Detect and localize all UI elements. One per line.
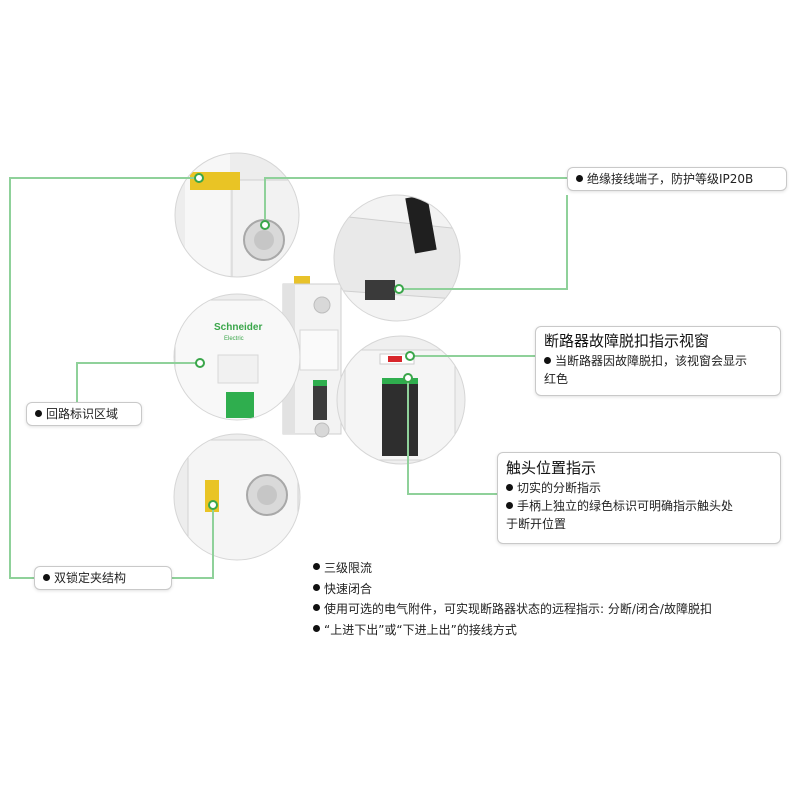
callout-trip-window-line2: 红色 (544, 372, 569, 386)
marker-terminal-top (194, 173, 204, 183)
bullet-icon (544, 357, 551, 364)
brand-logo: Schneider (214, 322, 262, 333)
zoom-trip-window (336, 335, 466, 465)
leader-clamp-lower (172, 508, 214, 579)
feature-list: 三级限流 快速闭合 使用可选的电气附件，可实现断路器状态的远程指示: 分断/闭合… (313, 558, 712, 640)
zoom-terminal-insulation (333, 194, 461, 322)
brand-sub: Electric (224, 336, 244, 342)
leader-circuit (76, 362, 200, 413)
feature-item: 三级限流 (313, 558, 712, 579)
callout-contact-item2-line1: 手柄上独立的绿色标识可明确指示触头处 (517, 499, 734, 513)
bullet-icon (313, 604, 320, 611)
bullet-icon (313, 563, 320, 570)
leader-lines (9, 177, 568, 579)
leader-clamp (9, 177, 199, 579)
callout-circuit-text: 回路标识区域 (46, 407, 119, 421)
callout-contact-item2-line2: 于断开位置 (506, 517, 567, 531)
callout-clamp: 双锁定夹结构 (34, 566, 172, 590)
leader-insulation (399, 195, 568, 290)
bullet-icon (506, 502, 513, 509)
bullet-icon (43, 574, 50, 581)
feature-text: “上进下出”或“下进上出”的接线方式 (324, 622, 517, 637)
callout-terminal: 绝缘接线端子，防护等级IP20B (567, 167, 787, 191)
callout-contact-item1: 切实的分断指示 (517, 481, 602, 495)
zoom-front-label (173, 293, 301, 421)
zoom-terminal-top (174, 152, 300, 278)
marker-insulation (394, 284, 404, 294)
feature-text: 使用可选的电气附件，可实现断路器状态的远程指示: 分断/闭合/故障脱扣 (324, 602, 712, 616)
feature-text: 快速闭合 (324, 581, 373, 596)
marker-contact (403, 373, 413, 383)
marker-clamp (208, 500, 218, 510)
bullet-icon (313, 624, 320, 632)
marker-terminal-screw (260, 220, 270, 230)
feature-text: 三级限流 (324, 561, 373, 575)
markers (194, 173, 415, 510)
callout-contact-position: 触头位置指示 切实的分断指示 手柄上独立的绿色标识可明确指示触头处 于断开位置 (497, 452, 781, 544)
marker-window (405, 351, 415, 361)
feature-item: “上进下出”或“下进上出”的接线方式 (313, 620, 712, 641)
zoom-clamp (173, 433, 301, 561)
bullet-icon (506, 484, 513, 491)
callout-circuit-area: 回路标识区域 (26, 402, 142, 426)
feature-item: 快速闭合 (313, 579, 712, 600)
marker-circuit (195, 358, 205, 368)
feature-item: 使用可选的电气附件，可实现断路器状态的远程指示: 分断/闭合/故障脱扣 (313, 599, 712, 620)
bullet-icon (35, 410, 42, 417)
callout-trip-window-line1: 当断路器因故障脱扣，该视窗会显示 (555, 354, 748, 368)
callout-trip-window-title: 断路器故障脱扣指示视窗 (544, 332, 710, 350)
leader-contact (407, 378, 497, 495)
callout-contact-title: 触头位置指示 (506, 459, 597, 477)
callout-clamp-text: 双锁定夹结构 (54, 571, 127, 585)
callout-terminal-text: 绝缘接线端子，防护等级IP20B (587, 172, 754, 186)
bullet-icon (313, 583, 320, 591)
leader-terminal (264, 177, 567, 222)
bullet-icon (576, 175, 583, 182)
callout-trip-window: 断路器故障脱扣指示视窗 当断路器因故障脱扣，该视窗会显示 红色 (535, 326, 781, 396)
